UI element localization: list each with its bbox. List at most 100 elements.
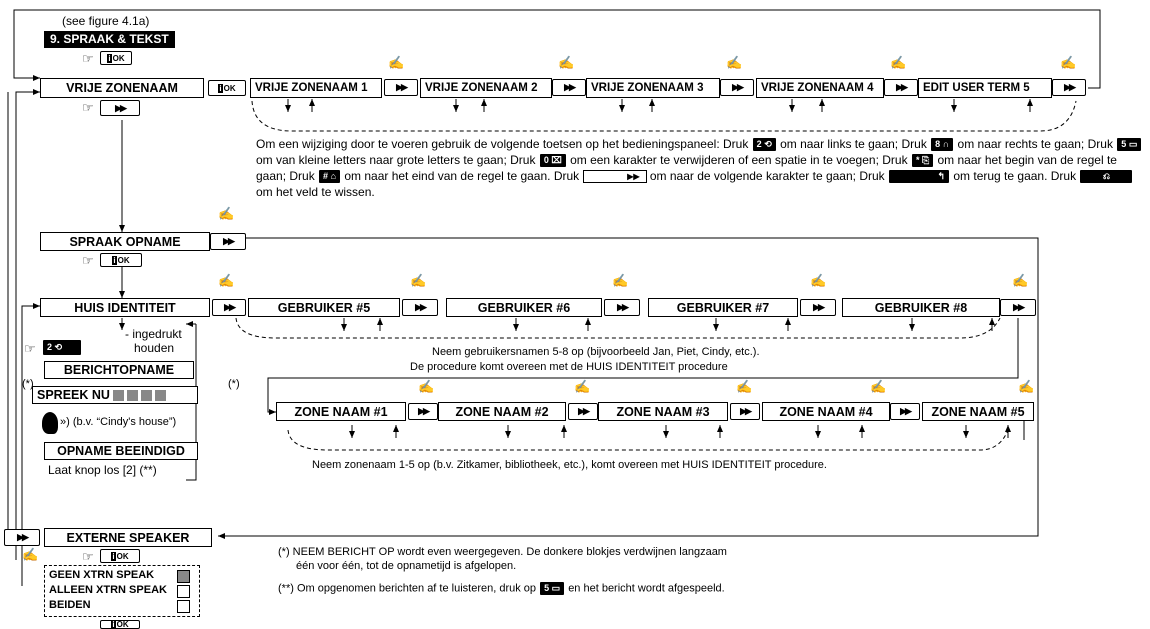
- zones-note: Neem zonenaam 1-5 op (b.v. Zitkamer, bib…: [312, 459, 827, 471]
- footnote-1: (*) NEEM BERICHT OP wordt even weergegev…: [278, 546, 727, 558]
- finger-press-icon: ✍: [612, 273, 629, 288]
- users-note-line-2: De procedure komt overeen met de HUIS ID…: [410, 361, 728, 373]
- finger-press-icon: ✍: [22, 547, 39, 562]
- finger-press-icon: ✍: [558, 55, 575, 70]
- pointing-hand-icon: ☞: [82, 253, 94, 268]
- vrije-zonenaam-3-box[interactable]: VRIJE ZONENAAM 3: [586, 78, 720, 98]
- key-2[interactable]: 2 ⟲: [43, 340, 81, 355]
- key-star-home[interactable]: * ⎘: [911, 154, 934, 168]
- key-5-case[interactable]: 5 ▭: [1117, 138, 1142, 152]
- next-key[interactable]: ▶▶: [568, 403, 598, 420]
- footnote-2: (**) Om opgenomen berichten af te luiste…: [278, 582, 725, 595]
- key-2-left[interactable]: 2 ⟲: [752, 138, 776, 152]
- next-key[interactable]: ▶▶: [890, 403, 920, 420]
- checkbox[interactable]: [177, 585, 190, 598]
- next-key[interactable]: ▶▶: [800, 299, 836, 316]
- next-key[interactable]: ▶▶: [212, 299, 246, 316]
- zone-naam-1-box[interactable]: ZONE NAAM #1: [276, 402, 406, 421]
- key-0-delete[interactable]: 0 ⌧: [539, 154, 566, 168]
- next-key[interactable]: ▶▶: [402, 299, 438, 316]
- finger-press-icon: ✍: [870, 379, 887, 394]
- edit-instructions: Om een wijziging door te voeren gebruik …: [256, 136, 1146, 200]
- vrije-zonenaam-4-box[interactable]: VRIJE ZONENAAM 4: [756, 78, 884, 98]
- option-alleen[interactable]: ALLEEN XTRN SPEAK: [49, 584, 167, 596]
- finger-press-icon: ✍: [810, 273, 827, 288]
- vrije-zonenaam-box[interactable]: VRIJE ZONENAAM: [40, 78, 204, 98]
- finger-press-icon: ✍: [1060, 55, 1077, 70]
- finger-press-icon: ✍: [574, 379, 591, 394]
- users-note-line-1: Neem gebruikersnamen 5-8 op (bijvoorbeel…: [432, 346, 760, 358]
- checkbox[interactable]: [177, 600, 190, 613]
- footnote-marker: (*): [22, 378, 34, 390]
- release-note: Laat knop los [2] (**): [48, 463, 157, 477]
- zone-naam-3-box[interactable]: ZONE NAAM #3: [598, 402, 728, 421]
- pointing-hand-icon: ☞: [24, 341, 36, 356]
- next-key[interactable]: ▶▶: [720, 79, 754, 96]
- vrije-zonenaam-2-box[interactable]: VRIJE ZONENAAM 2: [420, 78, 552, 98]
- edit-user-term-5-box[interactable]: EDIT USER TERM 5: [918, 78, 1052, 98]
- pointing-hand-icon: ☞: [82, 100, 94, 115]
- finger-press-icon: ✍: [1012, 273, 1029, 288]
- next-key[interactable]: ▶▶: [384, 79, 418, 96]
- finger-press-icon: ✍: [388, 55, 405, 70]
- pointing-hand-icon: ☞: [82, 51, 94, 66]
- next-key[interactable]: ▶▶: [1000, 299, 1036, 316]
- key-hash-end[interactable]: # ⌂: [319, 170, 340, 184]
- spreek-nu-box: SPREEK NU: [32, 386, 198, 404]
- opname-beeindigd-box: OPNAME BEEINDIGD: [44, 442, 198, 460]
- option-beiden[interactable]: BEIDEN: [49, 599, 91, 611]
- next-key[interactable]: ▶▶: [604, 299, 640, 316]
- finger-press-icon: ✍: [1018, 379, 1035, 394]
- hold-note: - ingedrukt: [125, 327, 182, 341]
- next-key[interactable]: ▶▶: [552, 79, 586, 96]
- huis-identiteit-box[interactable]: HUIS IDENTITEIT: [40, 298, 210, 317]
- footnote-1-cont: één voor één, tot de opnametijd is afgel…: [296, 560, 517, 572]
- speaker-options: GEEN XTRN SPEAK ALLEEN XTRN SPEAK BEIDEN: [44, 565, 200, 617]
- key-5-play[interactable]: 5 ▭: [540, 582, 565, 595]
- finger-press-icon: ✍: [218, 206, 235, 221]
- pointing-hand-icon: ☞: [82, 549, 94, 564]
- key-8-right[interactable]: 8 ∩: [931, 138, 954, 152]
- externe-speaker-box[interactable]: EXTERNE SPEAKER: [44, 528, 212, 547]
- speaker-head-icon: [42, 412, 58, 434]
- next-key[interactable]: ▶▶: [884, 79, 918, 96]
- gebruiker-6-box[interactable]: GEBRUIKER #6: [446, 298, 602, 317]
- spraak-opname-box[interactable]: SPRAAK OPNAME: [40, 232, 210, 251]
- zone-naam-4-box[interactable]: ZONE NAAM #4: [762, 402, 890, 421]
- zone-naam-5-box[interactable]: ZONE NAAM #5: [922, 402, 1034, 421]
- hold-note-2: houden: [134, 341, 175, 355]
- finger-press-icon: ✍: [410, 273, 427, 288]
- figure-reference: (see figure 4.1a): [62, 14, 150, 28]
- vrije-zonenaam-1-box[interactable]: VRIJE ZONENAAM 1: [250, 78, 382, 98]
- gebruiker-5-box[interactable]: GEBRUIKER #5: [248, 298, 400, 317]
- checkbox-checked[interactable]: [177, 570, 190, 583]
- back-key[interactable]: ↰: [889, 170, 950, 184]
- gebruiker-7-box[interactable]: GEBRUIKER #7: [648, 298, 798, 317]
- finger-press-icon: ✍: [418, 379, 435, 394]
- next-key[interactable]: ▶▶: [210, 233, 246, 250]
- gebruiker-8-box[interactable]: GEBRUIKER #8: [842, 298, 1000, 317]
- finger-press-icon: ✍: [726, 55, 743, 70]
- next-key[interactable]: ▶▶: [408, 403, 438, 420]
- footnote-marker-2: (*): [228, 378, 240, 390]
- speech-example: ») (b.v. “Cindy's house”): [60, 416, 177, 428]
- clear-key[interactable]: ⎌: [1080, 170, 1133, 184]
- berichtopname-box: BERICHTOPNAME: [44, 361, 194, 379]
- menu-title: 9. SPRAAK & TEKST: [44, 31, 175, 48]
- next-key[interactable]: ▶▶: [100, 100, 140, 116]
- next-key[interactable]: ▶▶: [1052, 79, 1086, 96]
- next-key[interactable]: ▶▶: [730, 403, 760, 420]
- option-geen[interactable]: GEEN XTRN SPEAK: [49, 569, 155, 581]
- zone-naam-2-box[interactable]: ZONE NAAM #2: [438, 402, 566, 421]
- next-key[interactable]: ▶▶: [582, 170, 647, 184]
- next-key[interactable]: ▶▶: [4, 529, 40, 546]
- finger-press-icon: ✍: [736, 379, 753, 394]
- finger-press-icon: ✍: [218, 273, 235, 288]
